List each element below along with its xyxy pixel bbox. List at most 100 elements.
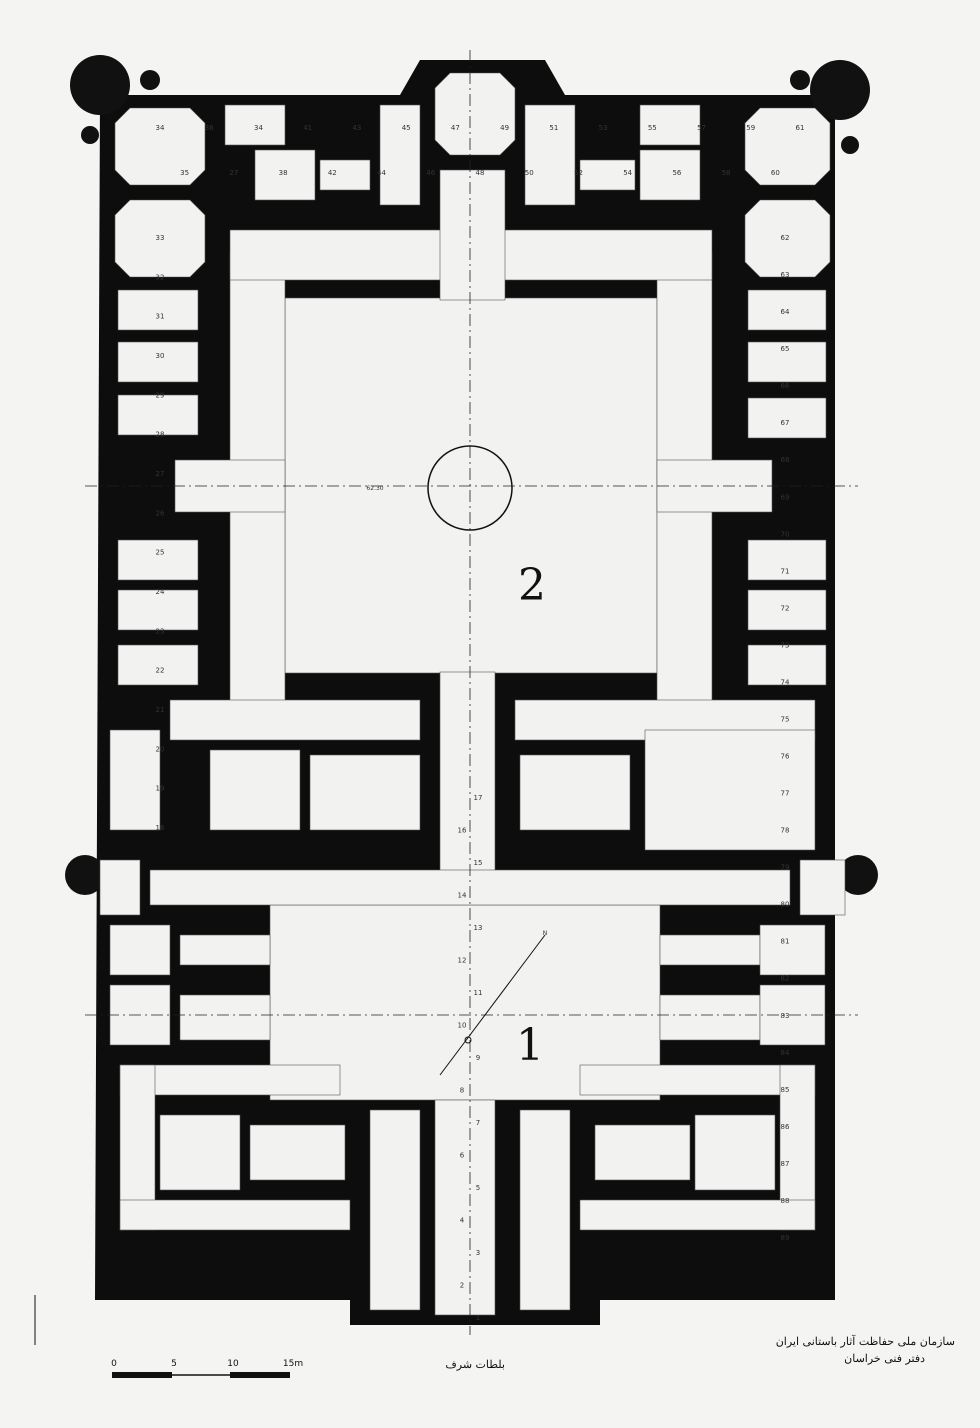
room-number-center-6: 11	[474, 989, 483, 997]
room-number-top-24: 59	[746, 124, 755, 132]
room-number-top-8: 43	[352, 124, 361, 132]
room-number-top-22: 57	[697, 124, 706, 132]
room-number-west-6: 27	[156, 470, 165, 478]
note-line-2: دفتر فنی خراسان	[844, 1352, 925, 1365]
room-number-east-14: 76	[781, 753, 790, 761]
bottom-title: بلطات شرف	[445, 1358, 505, 1371]
room-number-east-5: 67	[781, 419, 790, 427]
room-number-top-7: 42	[328, 169, 337, 177]
room-number-east-1: 63	[781, 271, 790, 279]
room-number-top-13: 48	[476, 169, 485, 177]
room-number-east-11: 73	[781, 641, 790, 649]
room-number-center-3: 14	[458, 892, 467, 900]
room-number-top-25: 60	[771, 169, 780, 177]
room-number-center-16: 1	[476, 1314, 480, 1322]
room-number-top-9: 44	[377, 169, 386, 177]
room-number-east-24: 86	[781, 1123, 790, 1131]
scale-tick-10: 10	[227, 1359, 239, 1369]
room-number-east-21: 83	[781, 1012, 790, 1020]
room-number-west-1: 32	[156, 273, 165, 281]
room-number-east-25: 87	[781, 1160, 790, 1168]
room-number-west-9: 24	[156, 588, 165, 596]
room-number-top-20: 55	[648, 124, 657, 132]
room-number-top-14: 49	[500, 124, 509, 132]
dimension-label: 62.30	[366, 485, 383, 492]
room-number-east-9: 71	[781, 567, 790, 575]
room-number-center-5: 12	[458, 957, 467, 965]
room-number-center-12: 5	[476, 1184, 480, 1192]
room-number-center-7: 10	[458, 1022, 467, 1030]
room-number-top-11: 46	[426, 169, 435, 177]
room-number-east-16: 78	[781, 827, 790, 835]
room-number-east-20: 82	[781, 975, 790, 983]
room-number-east-6: 68	[781, 456, 790, 464]
room-number-east-2: 64	[781, 308, 790, 316]
room-number-top-4: 34	[254, 124, 263, 132]
room-number-west-8: 25	[156, 549, 165, 557]
room-number-west-12: 21	[156, 706, 165, 714]
room-number-top-26: 61	[796, 124, 805, 132]
room-number-west-11: 22	[156, 667, 165, 675]
room-number-top-5: 38	[279, 169, 288, 177]
room-number-top-21: 56	[672, 169, 681, 177]
room-number-east-17: 79	[781, 864, 790, 872]
room-number-east-27: 89	[781, 1234, 790, 1242]
scale-tick-0: 0	[111, 1359, 117, 1369]
room-number-west-4: 29	[156, 391, 165, 399]
room-number-west-5: 28	[156, 431, 165, 439]
room-number-center-4: 13	[474, 924, 483, 932]
room-number-west-0: 33	[156, 234, 165, 242]
room-number-east-4: 66	[781, 382, 790, 390]
room-number-west-14: 19	[156, 785, 165, 793]
room-number-top-0: 34	[156, 124, 165, 132]
room-number-top-12: 47	[451, 124, 460, 132]
room-number-top-6: 41	[303, 124, 312, 132]
room-number-east-3: 65	[781, 345, 790, 353]
room-number-west-7: 26	[156, 509, 165, 517]
room-number-west-15: 18	[156, 824, 165, 832]
room-number-center-11: 6	[460, 1152, 465, 1160]
room-number-east-15: 77	[781, 790, 790, 798]
room-number-top-16: 51	[549, 124, 558, 132]
scale-tick-5: 5	[171, 1359, 177, 1369]
room-number-center-1: 16	[458, 827, 467, 835]
room-number-top-19: 54	[623, 169, 632, 177]
room-number-east-7: 69	[781, 493, 790, 501]
room-number-top-23: 58	[722, 169, 731, 177]
room-number-center-10: 7	[476, 1119, 480, 1127]
north-mark: N	[543, 930, 548, 937]
room-number-center-13: 4	[460, 1217, 465, 1225]
room-number-west-10: 23	[156, 627, 165, 635]
room-number-center-2: 15	[474, 859, 483, 867]
room-number-top-2: 36	[205, 124, 214, 132]
room-number-west-13: 20	[156, 745, 165, 753]
room-number-top-15: 50	[525, 169, 534, 177]
room-number-top-1: 35	[180, 169, 189, 177]
room-number-east-12: 74	[781, 678, 790, 686]
courtyard-number-1: 1	[516, 1020, 544, 1071]
room-number-center-8: 9	[476, 1054, 480, 1062]
north-arrow	[439, 934, 546, 1076]
room-number-east-8: 70	[781, 530, 790, 538]
room-number-labels: 3435362734384142434445464748495051525354…	[156, 124, 805, 1322]
scale-bar: 0 5 10 15m	[111, 1359, 303, 1378]
axis-lines	[85, 50, 858, 1335]
room-number-top-3: 27	[229, 169, 238, 177]
room-number-east-13: 75	[781, 715, 790, 723]
room-number-center-15: 2	[460, 1282, 464, 1290]
room-number-east-0: 62	[781, 234, 790, 242]
interior-spaces	[99, 72, 846, 1316]
room-number-top-10: 45	[402, 124, 411, 132]
room-number-east-23: 85	[781, 1086, 790, 1094]
room-number-center-0: 17	[474, 794, 483, 802]
room-number-center-14: 3	[476, 1249, 480, 1257]
room-number-top-18: 53	[599, 124, 608, 132]
room-number-east-18: 80	[781, 901, 790, 909]
pool-circle	[427, 445, 513, 531]
room-number-west-2: 31	[156, 313, 165, 321]
room-number-east-19: 81	[781, 938, 790, 946]
room-number-top-17: 52	[574, 169, 583, 177]
room-number-east-22: 84	[781, 1049, 790, 1057]
courtyard-number-2: 2	[518, 560, 546, 611]
